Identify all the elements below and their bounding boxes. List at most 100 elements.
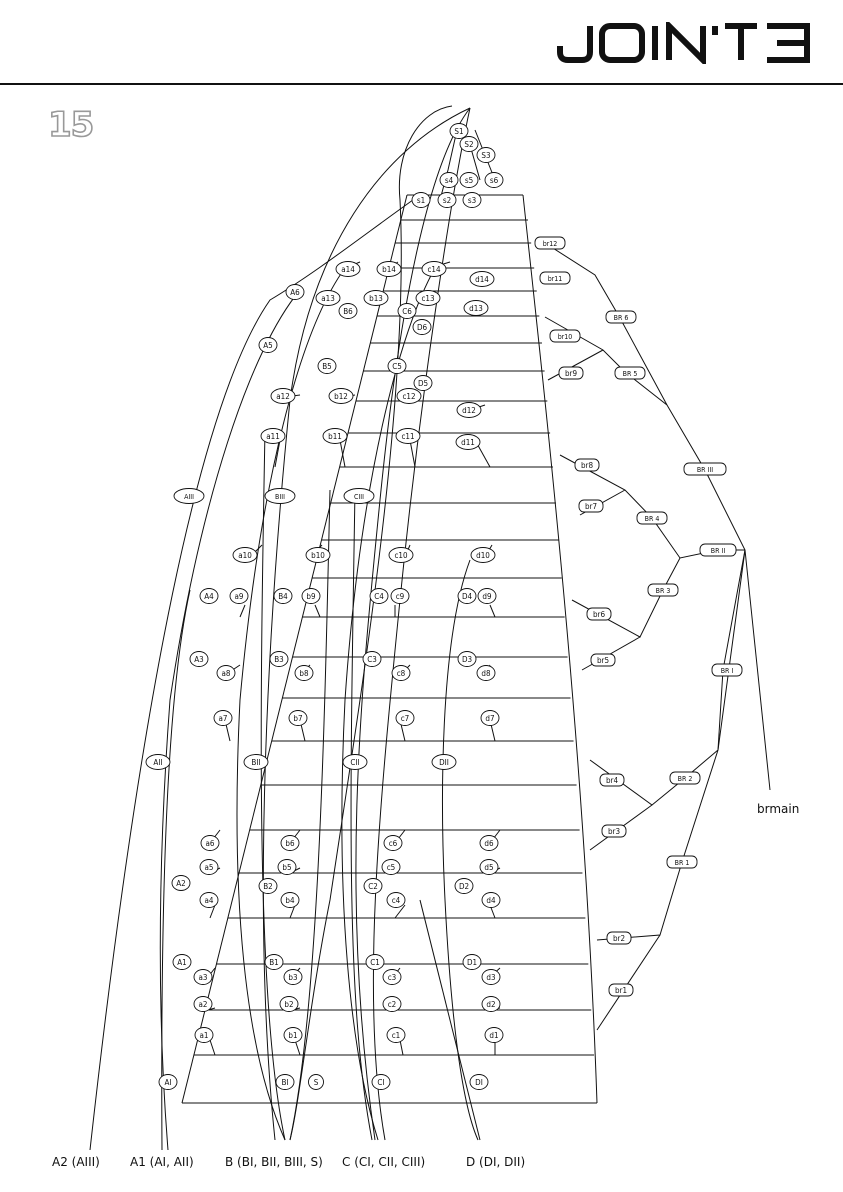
node-b2: B2 [258,878,278,894]
svg-text:AII: AII [153,758,162,767]
node-cii: CII [342,754,368,770]
svg-text:BR 2: BR 2 [678,775,693,783]
svg-text:c6: c6 [389,839,398,848]
node-c5: c5 [381,859,401,875]
svg-text:d14: d14 [475,275,489,284]
node-c8: c8 [391,665,411,681]
node-a5: a5 [199,859,219,875]
svg-text:d2: d2 [486,1000,495,1009]
node-br12: br12 [534,236,566,250]
node-br11: br11 [539,271,571,285]
svg-text:c14: c14 [427,265,441,274]
node-a8: a8 [216,665,236,681]
svg-text:c11: c11 [401,432,414,441]
node-d1: D1 [462,954,482,970]
node-b1: B1 [264,954,284,970]
node-d1: d1 [484,1027,504,1043]
node-a2: A2 [171,875,191,891]
node-a13: a13 [315,290,341,306]
node-br2: BR 2 [669,771,701,785]
node-a7: a7 [213,710,233,726]
node-a3: A3 [189,651,209,667]
node-ai: AI [158,1074,178,1090]
svg-text:d12: d12 [462,406,476,415]
node-d12: d12 [456,402,482,418]
svg-text:d13: d13 [469,304,483,313]
svg-text:A2: A2 [176,879,186,888]
node-aiii: AIII [173,488,205,504]
svg-text:d5: d5 [484,863,493,872]
node-b9: b9 [301,588,321,604]
node-biii: BIII [264,488,296,504]
svg-text:D4: D4 [462,592,473,601]
svg-text:br8: br8 [581,461,594,470]
node-d6: d6 [479,835,499,851]
node-s3: S3 [476,147,496,163]
node-b6: B6 [338,303,358,319]
svg-text:a12: a12 [276,392,290,401]
node-s4: s4 [439,172,459,188]
svg-text:D2: D2 [459,882,469,891]
node-br4: BR 4 [636,511,668,525]
svg-text:d11: d11 [461,438,475,447]
legend-c: C (CI, CII, CIII) [342,1155,426,1169]
node-b1: b1 [283,1027,303,1043]
svg-text:br4: br4 [606,776,619,785]
svg-text:b5: b5 [282,863,291,872]
svg-text:D1: D1 [467,958,477,967]
svg-text:C3: C3 [367,655,377,664]
node-d5: d5 [479,859,499,875]
svg-text:a2: a2 [199,1000,208,1009]
node-d2: D2 [454,878,474,894]
node-a6: A6 [285,284,305,300]
svg-text:a7: a7 [219,714,228,723]
node-s3: s3 [462,192,482,208]
svg-text:b4: b4 [285,896,295,905]
node-br3: BR 3 [647,583,679,597]
node-br1: BR 1 [666,855,698,869]
node-c4: c4 [386,892,406,908]
node-c1: C1 [365,954,385,970]
brmain-label: brmain [757,802,800,816]
svg-text:br11: br11 [548,275,563,283]
node-a4: A4 [199,588,219,604]
svg-text:d7: d7 [485,714,494,723]
svg-text:br5: br5 [597,656,609,665]
joint3-logo [557,22,810,64]
svg-text:br2: br2 [613,934,625,943]
node-br6: BR 6 [605,310,637,324]
svg-text:c3: c3 [388,973,397,982]
node-a1: A1 [172,954,192,970]
svg-text:D5: D5 [418,379,428,388]
svg-text:BR 5: BR 5 [623,370,638,378]
svg-text:br6: br6 [593,610,606,619]
node-b4: b4 [280,892,300,908]
svg-text:BR 1: BR 1 [675,859,690,867]
node-s: S [308,1074,324,1090]
node-bi: BI [275,1074,295,1090]
svg-text:c10: c10 [394,551,408,560]
node-d7: d7 [480,710,500,726]
svg-text:S3: S3 [481,151,490,160]
svg-text:D6: D6 [417,323,428,332]
svg-text:a5: a5 [205,863,214,872]
node-c9: c9 [390,588,410,604]
legend-a2: A2 (AIII) [52,1155,100,1169]
svg-text:c1: c1 [392,1031,401,1040]
svg-text:a11: a11 [266,432,280,441]
svg-text:a14: a14 [341,265,355,274]
node-di: DI [469,1074,489,1090]
svg-text:CIII: CIII [354,493,364,501]
svg-text:d6: d6 [484,839,494,848]
node-c2: C2 [363,878,383,894]
svg-text:S: S [314,1078,319,1087]
svg-text:A3: A3 [194,655,204,664]
node-bii: BII [243,754,269,770]
node-brii: BR II [699,543,737,557]
svg-text:b10: b10 [311,551,325,560]
svg-text:br12: br12 [543,240,558,248]
svg-text:C2: C2 [368,882,378,891]
svg-text:br3: br3 [608,827,620,836]
svg-text:C4: C4 [374,592,384,601]
node-br8: br8 [574,458,600,472]
